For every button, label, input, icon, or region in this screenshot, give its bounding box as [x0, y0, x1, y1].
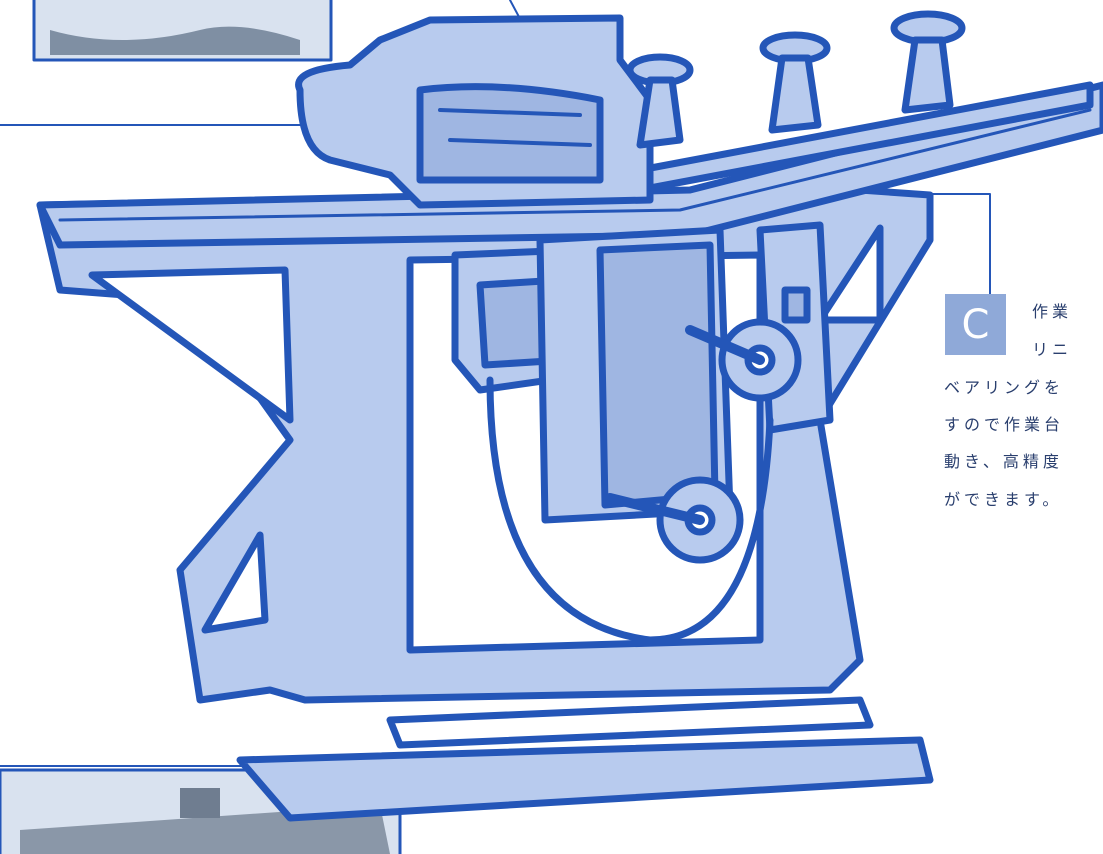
clamp-3 — [890, 10, 966, 114]
callout-text-line-6: ができます。 — [944, 490, 1063, 509]
clamp-1 — [626, 53, 694, 149]
callout-letter-badge: C — [945, 294, 1006, 355]
inset-photo-top — [32, 0, 333, 62]
clamp-2 — [759, 31, 831, 134]
handwheel-upper — [685, 318, 802, 402]
cutter-head — [295, 14, 654, 209]
callout-text-line-2: リニ — [1032, 340, 1073, 359]
callout-text-line-5: 動き、高精度 — [944, 452, 1063, 471]
drive-belt — [486, 376, 774, 644]
callout-text-line-4: すので作業台 — [944, 415, 1065, 434]
callout-text-line-1: 作業 — [1032, 302, 1073, 321]
callout-text-line-3: ベアリングを — [944, 378, 1065, 397]
spindle-column — [536, 226, 734, 524]
handwheel-lower — [605, 476, 744, 564]
